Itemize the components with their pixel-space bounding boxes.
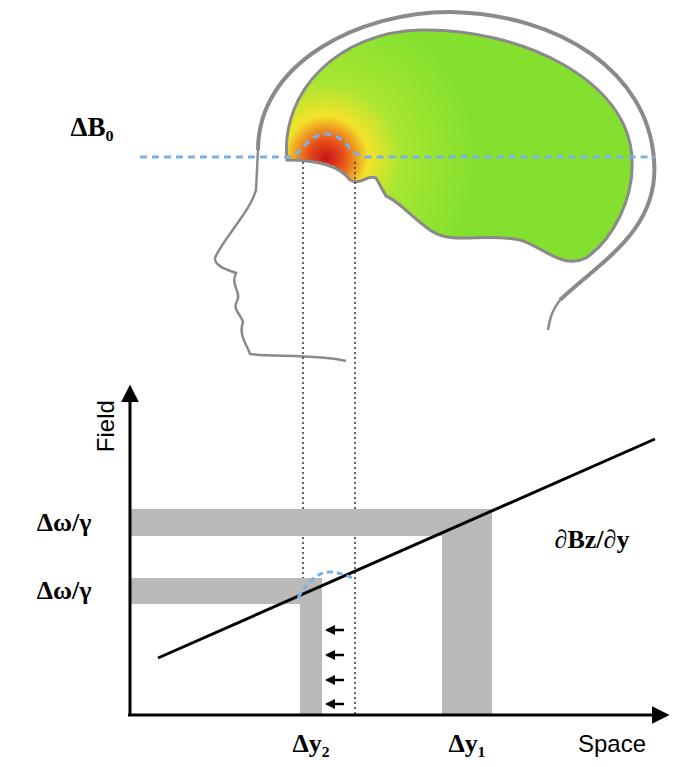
gradient-line (158, 439, 655, 658)
face-profile (215, 150, 346, 361)
space-band (300, 591, 322, 714)
axis-label: Field (93, 400, 119, 452)
frequency-band (131, 578, 322, 604)
shift-arrow (327, 703, 344, 706)
frequency-label: Δω/γ (37, 577, 92, 606)
field-offset-label: ΔB₀ (70, 113, 113, 143)
field-perturbation-line (140, 134, 655, 157)
frequency-label: Δω/γ (37, 509, 92, 538)
y-axis (129, 388, 132, 716)
axis-label: Space (578, 731, 646, 757)
x-axis (128, 714, 666, 717)
neck-line (548, 300, 560, 330)
position-label: Δy₁ (448, 730, 485, 759)
space-band (442, 522, 492, 714)
brain (286, 30, 632, 261)
distorted-field (298, 572, 356, 598)
shift-arrow (327, 629, 344, 632)
gradient-label: ∂Bz/∂y (555, 526, 630, 555)
position-label: Δy₂ (292, 730, 329, 759)
shift-arrow (327, 679, 344, 682)
shift-arrow (327, 654, 344, 657)
projection-line (354, 162, 356, 714)
frequency-band (131, 509, 492, 536)
